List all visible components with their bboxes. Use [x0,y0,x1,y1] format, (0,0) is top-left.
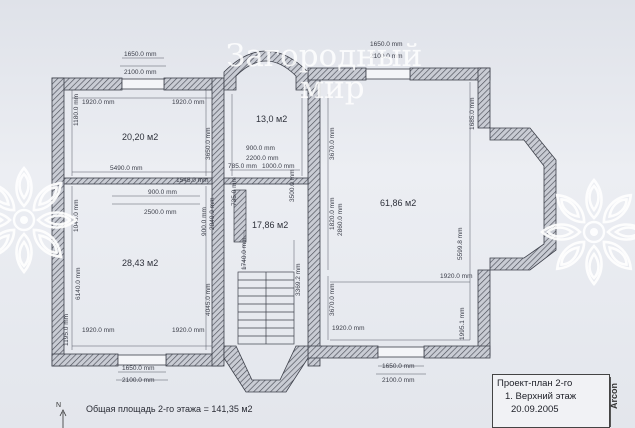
dim-3670: 3670.0 mm [329,127,336,160]
dim-1820: 1820.0 mm [329,197,336,230]
dim-bot-left-b: 2100.0 mm [122,377,155,384]
brand-logo-text: Arcon [609,383,619,410]
north-label: N [56,402,62,409]
dim-r1-right: 1920.0 mm [172,99,205,106]
room-area-2: 13,0 м2 [256,114,287,124]
north-arrow: N [56,402,70,428]
dim-r2-1000: 1000.0 mm [262,163,295,170]
title-block: Проект-план 2-го 1. Верхний этаж 20.09.2… [492,374,619,428]
dimension-labels: 1650.0 mm 2100.0 mm 1650.0 mm 2100.0 mm … [63,41,476,384]
dim-1685: 1685.0 mm [469,97,476,130]
dim-r5-right: 1920.0 mm [172,327,205,334]
dim-top-left-a: 1650.0 mm [124,51,157,58]
title-block-date: 20.09.2005 [511,404,559,415]
dim-top-right-a: 1650.0 mm [370,41,403,48]
dim-1195: 1195.0 mm [63,314,70,346]
dim-735: 735.0 mm [231,177,238,206]
dim-3500: 3500.0 mm [289,169,296,202]
dim-5490: 5490.0 mm [110,165,143,172]
dim-3369: 3369.2 mm [295,263,302,296]
dim-r5-left: 1920.0 mm [82,327,115,334]
watermark-line-2: мир [300,70,365,106]
dim-r1-left: 1920.0 mm [82,99,115,106]
total-area-value: 141,35 м2 [211,404,253,414]
dim-900-b: 900.0 mm [201,207,208,236]
dim-r2-2200: 2200.0 mm [246,155,279,162]
dim-r2-785: 785.0 mm [228,163,257,170]
room-area-1: 20,20 м2 [122,132,158,142]
room-area-5: 28,43 м2 [122,258,158,268]
dim-5599: 5599.8 mm [457,227,464,260]
dim-2860: 2860.0 mm [337,203,344,236]
dim-3650: 3650.0 mm [205,127,212,160]
dim-1180: 1180.0 mm [73,94,80,126]
room-area-3: 61,86 м2 [380,198,416,208]
dim-4045: 4045.0 mm [205,283,212,316]
dim-r3-1920: 1920.0 mm [440,273,473,280]
dim-bot-left-a: 1650.0 mm [122,365,155,372]
staircase [233,189,295,345]
windows [117,68,425,366]
north-arrow-icon [59,409,67,428]
dim-bot-right-b: 2100.0 mm [382,377,415,384]
dim-r2-900: 900.0 mm [246,145,275,152]
title-block-line-2: 1. Верхний этаж [505,391,577,402]
dim-2840: 2840.0 mm [209,197,216,230]
dim-2500: 2500.0 mm [144,209,177,216]
dim-3670-b: 3670.0 mm [329,283,336,316]
watermark-line-1: Загородный [226,38,422,74]
dim-bot-right-a: 1650.0 mm [382,363,415,370]
dim-top-right-b: 2100.0 mm [370,53,403,60]
dim-top-left-b: 2100.0 mm [124,69,157,76]
total-area-label: Общая площадь 2-го этажа = [86,404,209,414]
dim-1995: 1995.1 mm [459,307,466,340]
dim-6140: 6140.0 mm [75,267,82,300]
room-area-4: 17,86 м2 [252,220,288,230]
room-areas: 20,20 м2 13,0 м2 61,86 м2 17,86 м2 28,43… [122,114,416,268]
dim-1545: 1545.0 mm [176,177,209,184]
dimension-lines [71,57,471,381]
dim-900-a: 900.0 mm [148,189,177,196]
brand-logo: Arcon [609,377,623,427]
exterior-walls [51,50,557,393]
total-area-note: Общая площадь 2-го этажа = 141,35 м2 [86,404,253,414]
dim-1045: 1045.0 mm [73,199,80,232]
dim-r3-bot: 1920.0 mm [332,325,365,332]
dim-1740: 1740.0 mm [241,237,248,270]
watermark-logo: Загородный мир [226,38,422,106]
title-block-line-1: Проект-план 2-го [497,378,573,389]
